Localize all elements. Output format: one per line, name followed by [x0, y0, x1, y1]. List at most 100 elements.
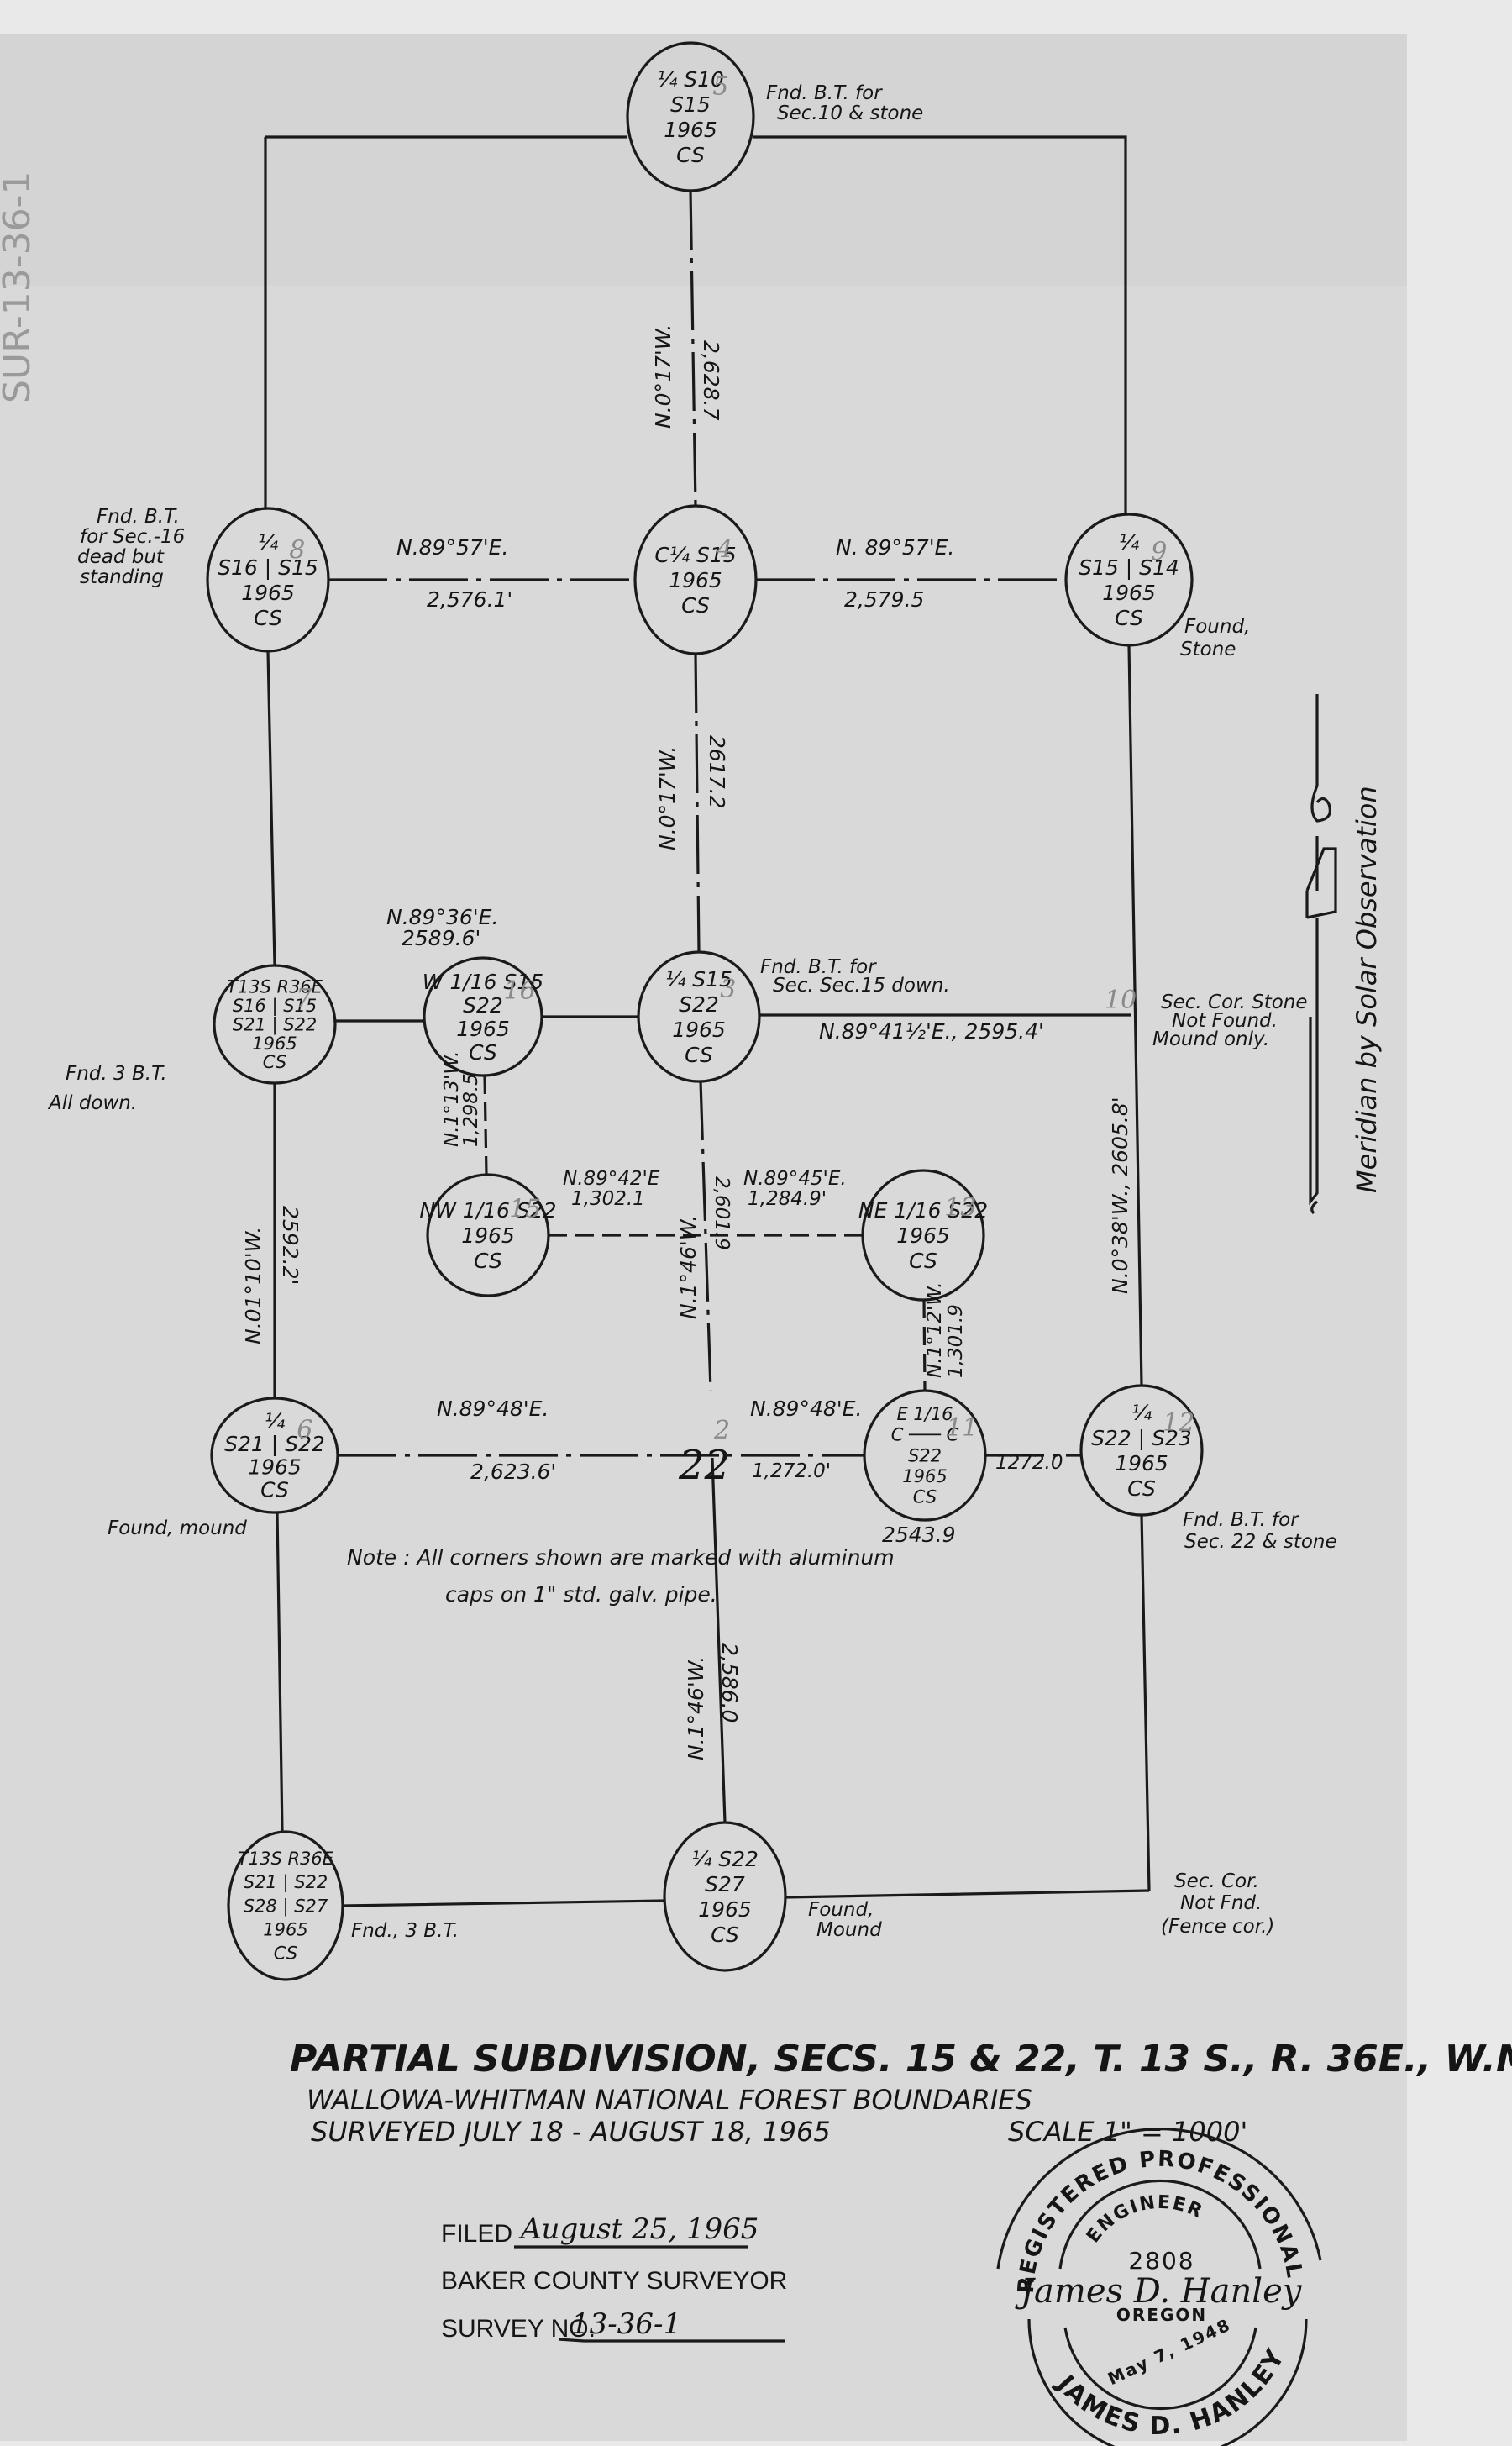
sec-cor-fence-line2: Not Fnd.	[1180, 1892, 1262, 1914]
n5-note-line2: All down.	[47, 1092, 137, 1114]
distance-n5-n7: 2589.6'	[402, 926, 480, 950]
bearing-n8-center: N.89°42'E	[563, 1168, 660, 1190]
bearing-n6-n8: N.1°13'W.	[441, 1051, 463, 1147]
corner-circle	[1064, 513, 1194, 647]
course-east-line: N.0°38'W., 2605.8'	[1108, 1097, 1132, 1294]
corner-label-line: ¼ S22	[691, 1847, 759, 1871]
n1-note-line1: Fnd. B.T. for	[766, 82, 883, 104]
corner-label-line: CS	[685, 1043, 713, 1067]
corner-label-line: 1965	[664, 118, 717, 142]
distance-n3-n7: 2617.2	[705, 735, 729, 808]
corner-label-line: S15 | S14	[1079, 555, 1179, 580]
distance-n10-n12-total: 2543.9	[882, 1523, 955, 1547]
corner-label-line: CS	[254, 606, 282, 630]
corner-label-line: S22	[679, 992, 719, 1017]
course-n7-east: N.89°41½'E., 2595.4'	[819, 1019, 1044, 1044]
corner-label-line: 1965	[902, 1466, 947, 1486]
survey-number: 13-36-1	[571, 2307, 681, 2341]
corner-circle	[863, 1389, 987, 1522]
corner-circle	[210, 1397, 339, 1514]
n4-note-line1: Found,	[1184, 616, 1250, 638]
n12-note-line1: Fnd. B.T. for	[1183, 1509, 1299, 1531]
pencil-mark: 6	[297, 1416, 312, 1445]
sec-cor-fence-line1: Sec. Cor.	[1174, 1870, 1259, 1892]
n7-note-line1: Fnd. B.T. for	[760, 956, 877, 978]
corner-label-line: 1965	[263, 1920, 307, 1940]
corner-label-line: ¼	[258, 530, 278, 555]
corner-label-line: T13S R36E	[238, 1849, 334, 1869]
n2-note-line4: standing	[80, 566, 164, 588]
n14-note-line2: Mound	[816, 1919, 882, 1941]
bearing-south-center: N.1°46'W.	[684, 1656, 708, 1760]
corner-label-line: 1965	[1115, 1451, 1168, 1475]
distance-n10-center: 2,623.6'	[470, 1460, 556, 1484]
n14-note-line1: Found,	[808, 1899, 874, 1921]
corner-label-line: S27	[705, 1872, 745, 1896]
pencil-mark: 16	[504, 976, 536, 1006]
engineer-signature: James D. Hanley	[1015, 2272, 1303, 2311]
distance-west-line: 2592.2'	[278, 1206, 302, 1285]
seal-state: OREGON	[1116, 2305, 1207, 2325]
bearing-n2-n3: N.89°57'E.	[396, 535, 508, 560]
distance-n11-n12: 1272.0	[995, 1452, 1063, 1474]
corner-label-line: ¼	[1119, 530, 1139, 555]
corner-label-line: C¼ S15	[654, 543, 736, 567]
course-labels: N.0°17'W. 2,628.7 N.89°57'E. 2,576.1' N.…	[241, 324, 1132, 1760]
corner-label-line: CS	[469, 1040, 497, 1065]
sec-cor-stone-line2: Not Found.	[1172, 1010, 1278, 1032]
corner-circle	[423, 956, 543, 1077]
corner-label-line: S16 | S15	[233, 996, 318, 1017]
corner-label-line: C ─── C	[891, 1425, 959, 1445]
bearing-n3-n4: N. 89°57'E.	[836, 535, 954, 560]
title-block: PARTIAL SUBDIVISION, SECS. 15 & 22, T. 1…	[290, 2038, 1512, 2148]
corner-label-line: CS	[711, 1923, 739, 1947]
corner-label-line: 1965	[241, 581, 295, 605]
pencil-mark: 9	[1151, 538, 1167, 567]
distance-n3-n4: 2,579.5	[844, 587, 924, 612]
corner-label-line: 1965	[672, 1018, 726, 1042]
corner-label-line: CS	[274, 1944, 297, 1964]
north-arrow-icon	[1305, 694, 1337, 1215]
corner-circle	[206, 507, 330, 653]
corner-label-line: S22 | S23	[1091, 1426, 1192, 1450]
pencil-mark: 15	[509, 1194, 541, 1223]
corner-label-line: CS	[263, 1052, 286, 1072]
corner-label-line: CS	[260, 1478, 289, 1502]
corner-circle	[213, 964, 337, 1085]
survey-lines	[264, 135, 1151, 1907]
n2-note-line1: Fnd. B.T.	[97, 506, 180, 528]
corner-label-line: CS	[1115, 606, 1143, 630]
corner-label-line: S22	[908, 1445, 942, 1465]
title-line2: WALLOWA-WHITMAN NATIONAL FOREST BOUNDARI…	[307, 2084, 1032, 2116]
corner-label-line: CS	[474, 1249, 502, 1273]
n10-note: Found, mound	[108, 1518, 247, 1539]
corner-notes: Fnd. B.T. for Sec.10 & stone Fnd. B.T. f…	[47, 82, 1337, 1942]
county-surveyor-label: BAKER COUNTY SURVEYOR	[441, 2267, 787, 2295]
filed-date: August 25, 1965	[518, 2212, 759, 2246]
paper	[0, 34, 1407, 2441]
pencil-mark-10: 10	[1105, 986, 1137, 1015]
pencil-mark: 3	[720, 975, 736, 1004]
corner-label-line: S22	[463, 993, 503, 1018]
pencil-mark: 8	[289, 536, 305, 565]
corner-label-line: W 1/16 S15	[423, 970, 543, 994]
filing-block: FILED August 25, 1965 BAKER COUNTY SURVE…	[441, 2212, 787, 2343]
corner-label-line: ¼	[265, 1409, 285, 1433]
pencil-mark: 5	[712, 72, 728, 102]
corner-label-line: 1965	[252, 1034, 297, 1054]
corner-label-line: E 1/16	[896, 1404, 953, 1424]
corner-label-line: S21 | S22	[224, 1432, 325, 1456]
bearing-n5-n7: N.89°36'E.	[386, 905, 498, 929]
corner-label-line: 1965	[896, 1223, 950, 1248]
general-note-line1: Note : All corners shown are marked with…	[347, 1545, 895, 1570]
general-note-line2: caps on 1" std. galv. pipe.	[445, 1582, 717, 1607]
